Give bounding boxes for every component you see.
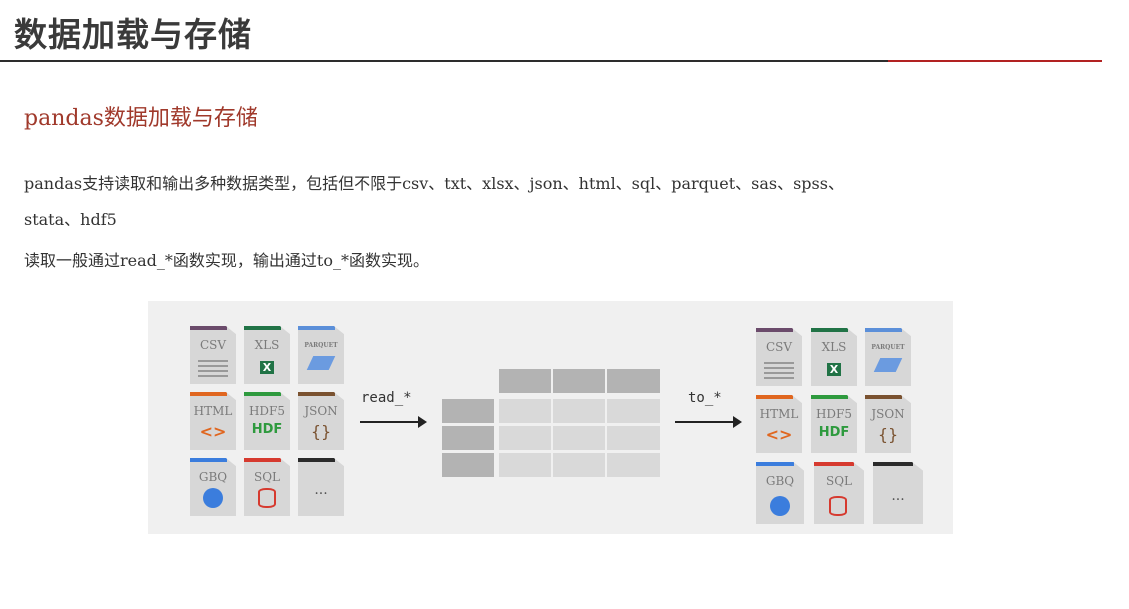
table-cell: [607, 426, 660, 450]
excel-icon: X: [259, 361, 275, 374]
table-header-cell: [499, 369, 551, 393]
gbq-file-icon: GBQ: [190, 458, 236, 516]
csv-file-icon: CSV: [190, 326, 236, 384]
read-arrow: [360, 416, 427, 428]
body-text-line-1-cont: stata、hdf5: [24, 210, 117, 229]
bigquery-icon: [203, 488, 223, 508]
json-file-icon: JSON {}: [298, 392, 344, 450]
table-header-cell: [607, 369, 660, 393]
sql-file-icon: SQL: [244, 458, 290, 516]
html-file-icon: HTML <>: [756, 395, 802, 453]
xls-file-icon: XLS X: [244, 326, 290, 384]
to-label: to_*: [688, 390, 722, 406]
hdf5-file-icon: HDF5 HDF: [244, 392, 290, 450]
json-file-icon: JSON {}: [865, 395, 911, 453]
table-cell: [553, 453, 605, 477]
hdf-logo-icon: HDF: [818, 425, 850, 440]
table-index-cell: [442, 426, 494, 450]
parquet-file-icon: PARQUET: [865, 328, 911, 386]
title-divider: [0, 60, 888, 62]
section-subtitle: pandas数据加载与存储: [24, 106, 258, 131]
hdf-logo-icon: HDF: [251, 422, 283, 437]
table-header-cell: [553, 369, 605, 393]
excel-icon: X: [826, 363, 842, 376]
parquet-file-icon: PARQUET: [298, 326, 344, 384]
sql-file-icon: SQL: [814, 462, 864, 524]
read-label: read_*: [361, 390, 412, 406]
csv-file-icon: CSV: [756, 328, 802, 386]
bigquery-icon: [770, 496, 790, 516]
title-divider-accent: [888, 60, 1102, 62]
table-cell: [553, 426, 605, 450]
table-index-cell: [442, 399, 494, 423]
gbq-file-icon: GBQ: [756, 462, 804, 524]
table-cell: [499, 453, 551, 477]
database-icon: [258, 488, 276, 508]
braces-icon: {}: [877, 425, 899, 444]
table-cell: [499, 426, 551, 450]
code-icon: <>: [199, 422, 227, 441]
html-file-icon: HTML <>: [190, 392, 236, 450]
body-text-line-1: pandas支持读取和输出多种数据类型，包括但不限于csv、txt、xlsx、j…: [24, 174, 844, 193]
io-diagram: CSV XLS X PARQUET HTML <> HDF5 HDF JSON …: [148, 301, 953, 534]
more-file-icon: ...: [873, 462, 923, 524]
page-title: 数据加载与存储: [14, 15, 252, 54]
code-icon: <>: [765, 425, 793, 444]
table-cell: [553, 399, 605, 423]
xls-file-icon: XLS X: [811, 328, 857, 386]
body-text-line-2: 读取一般通过read_*函数实现，输出通过to_*函数实现。: [24, 251, 429, 270]
table-cell: [607, 399, 660, 423]
table-cell: [607, 453, 660, 477]
to-arrow: [675, 416, 742, 428]
table-index-cell: [442, 453, 494, 477]
more-file-icon: ...: [298, 458, 344, 516]
table-cell: [499, 399, 551, 423]
hdf5-file-icon: HDF5 HDF: [811, 395, 857, 453]
database-icon: [829, 496, 847, 516]
braces-icon: {}: [310, 422, 332, 441]
